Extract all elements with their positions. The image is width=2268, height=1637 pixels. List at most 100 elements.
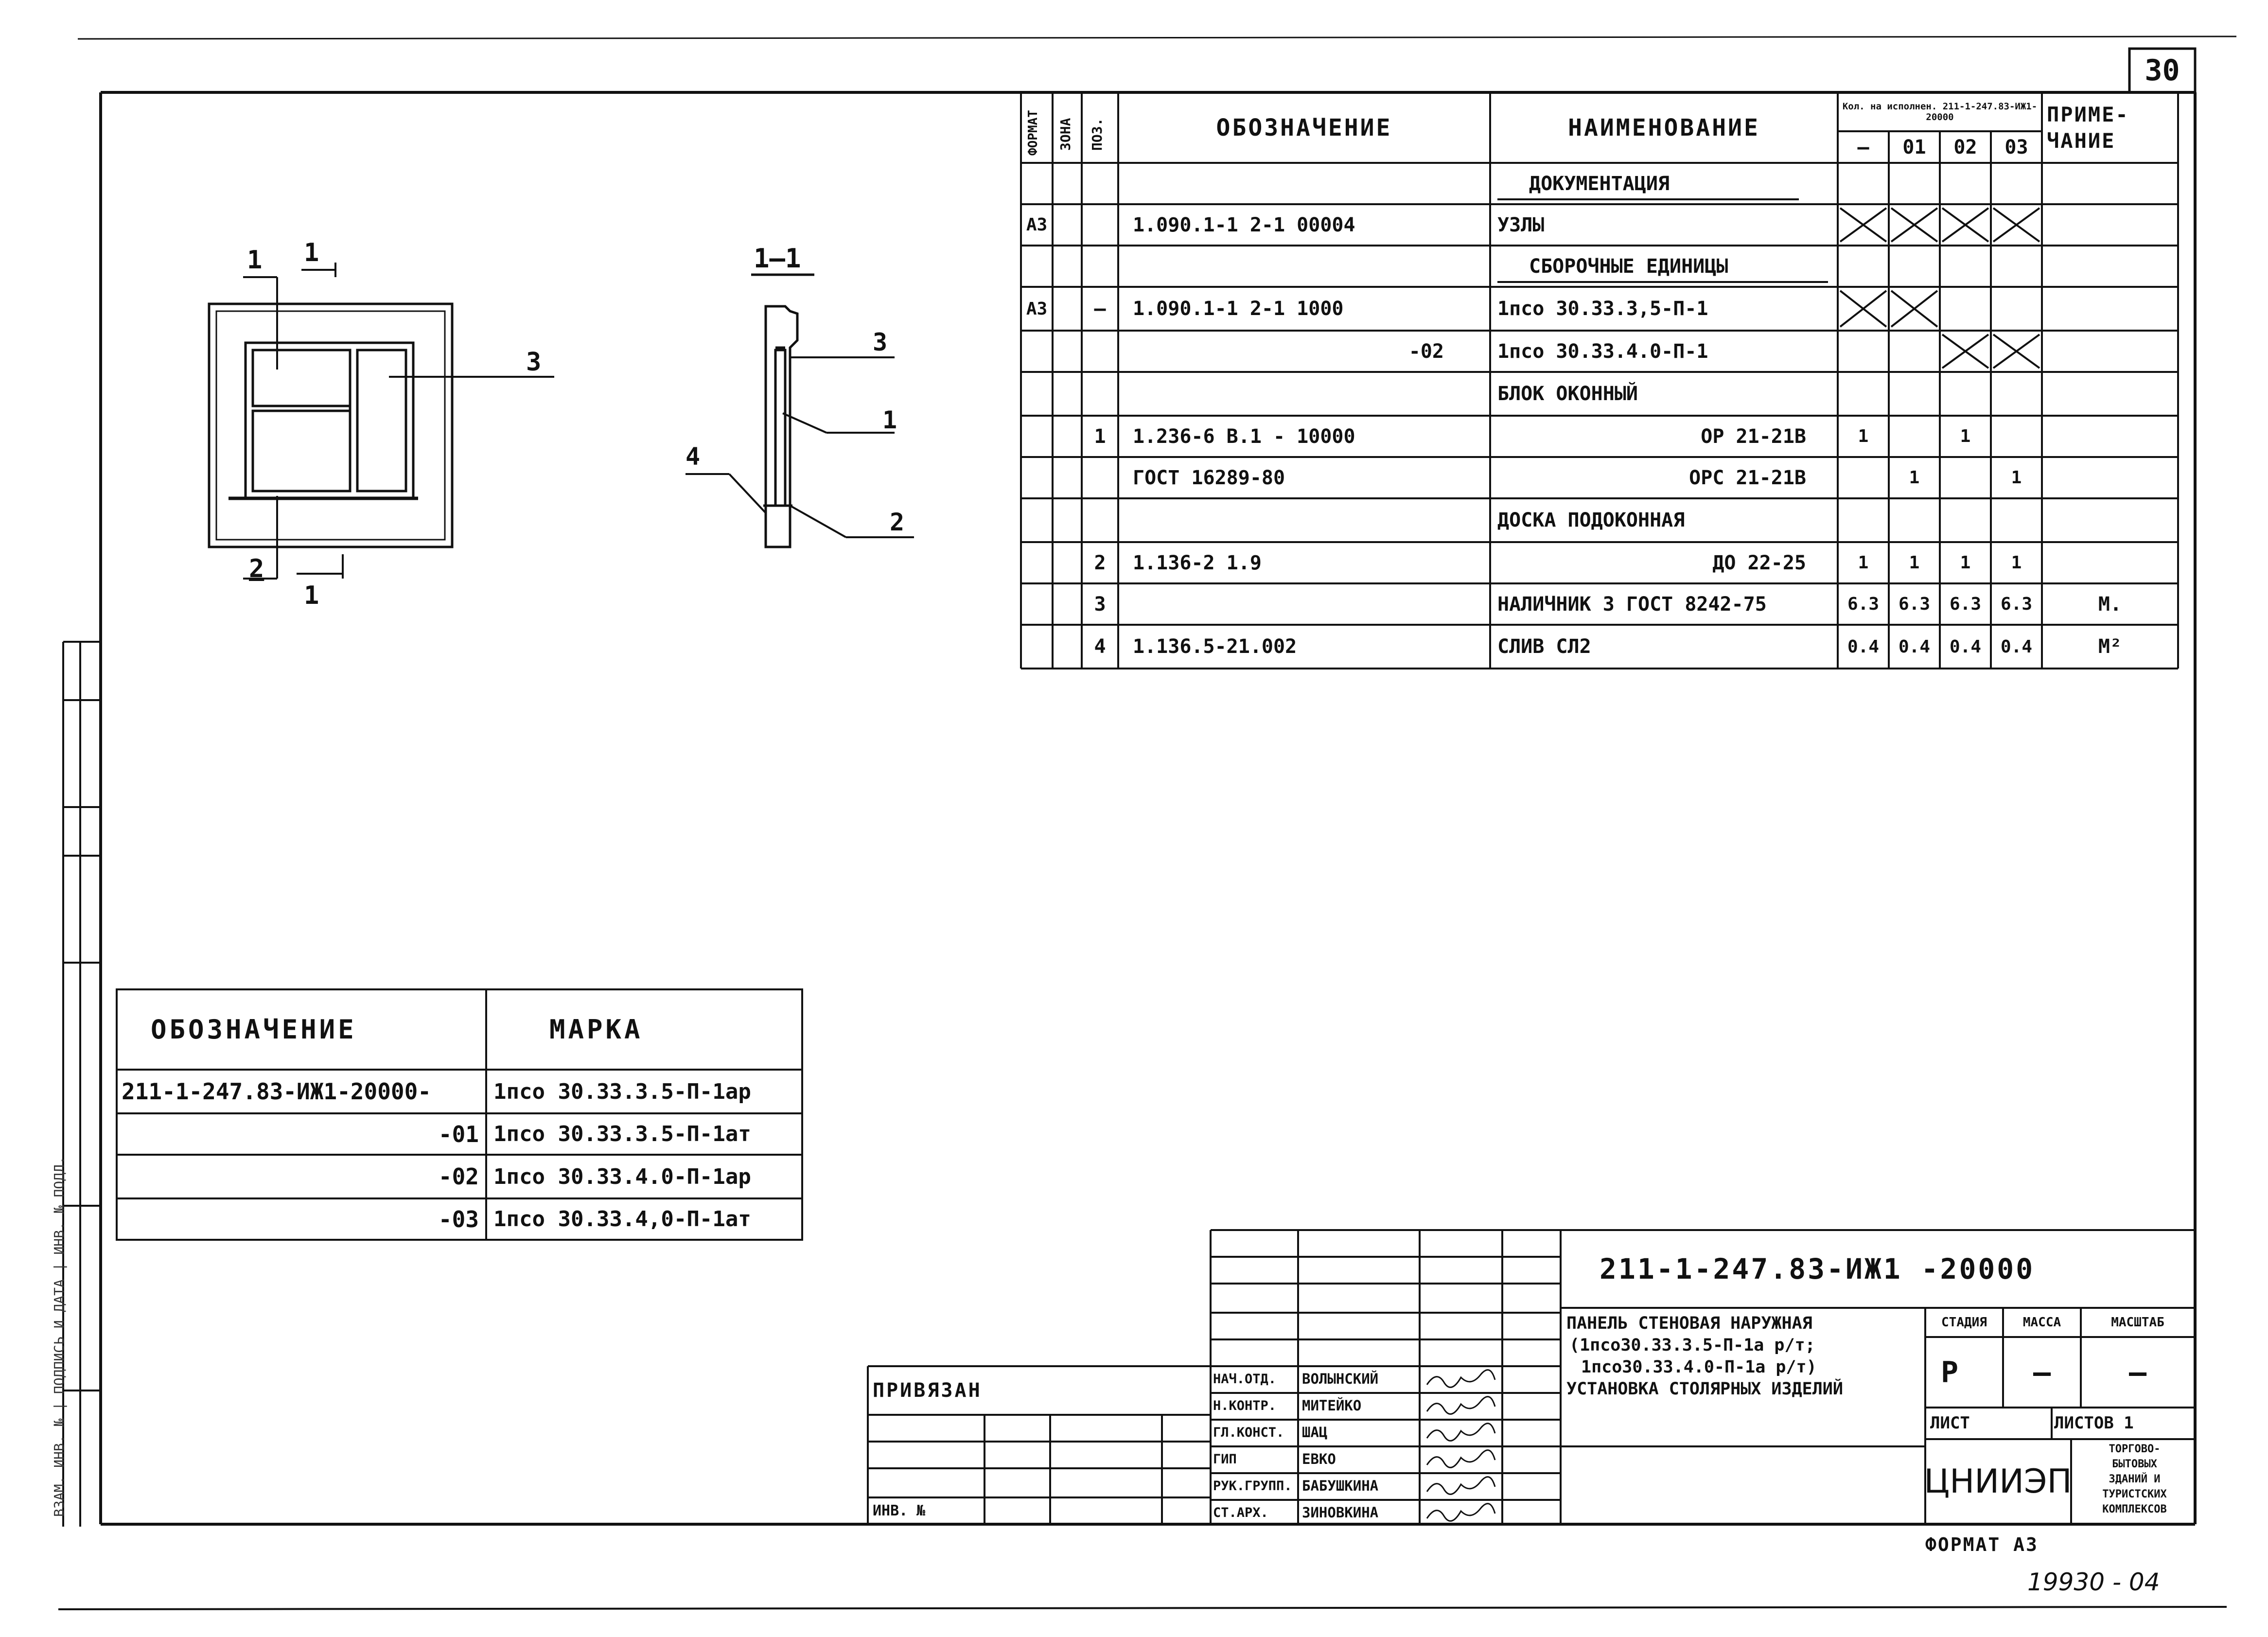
variant-mark: 1псо 30.33.4.0-П-1ар <box>493 1164 751 1189</box>
spec-header-designation: ОБОЗНАЧЕНИЕ <box>1216 114 1392 141</box>
spec-cross-line <box>1890 207 1938 243</box>
staff-role: НАЧ.ОТД. <box>1213 1371 1277 1387</box>
drawing-title-line: 1псо30.33.4.0-П-1а р/т) <box>1581 1357 1817 1377</box>
spec-cell-qty: 1 <box>2011 468 2022 488</box>
spec-cell-note <box>2042 331 2178 372</box>
spec-cell-qty <box>1838 204 1889 246</box>
spec-cell-name: НАЛИЧНИК 3 ГОСТ 8242-75 <box>1497 593 1767 616</box>
spec-cell-qty <box>1940 372 1991 416</box>
signature-scribble <box>1422 1394 1500 1421</box>
drawing-title-line: УСТАНОВКА СТОЛЯРНЫХ ИЗДЕЛИЙ <box>1566 1379 1843 1399</box>
spec-header-qty-col: — <box>1857 136 1869 158</box>
spec-cell-designation: -02 <box>1408 340 1444 363</box>
tied-label: ПРИВЯЗАН <box>873 1379 982 1402</box>
format-note: ФОРМАТ А3 <box>1925 1534 2039 1555</box>
leader-label-3-elevation: 3 <box>526 348 542 377</box>
spec-header-qty-group: Кол. на исполнен. 211-1-247.83-ИЖ1-20000 <box>1842 101 2038 123</box>
spec-cell-note <box>2042 287 2178 331</box>
inventory-stamp-number: 19930 - 04 <box>2027 1568 2160 1596</box>
organization-text-line: ЗДАНИЙ И <box>2109 1473 2161 1485</box>
leader-label-2-elevation: 2 <box>249 554 264 583</box>
spec-cell-note <box>2042 416 2178 457</box>
spec-cell-qty: 6.3 <box>2000 594 2033 614</box>
spec-cell-qty: 0.4 <box>1898 636 1931 657</box>
spec-cell-name: УЗЛЫ <box>1497 213 1545 236</box>
spec-cell-note <box>2042 542 2178 583</box>
organization-text-line: ТОРГОВО- <box>2109 1443 2161 1455</box>
spec-cell-qty <box>1889 498 1940 542</box>
drawing-code: 211-1-247.83-ИЖ1 -20000 <box>1600 1252 2035 1285</box>
spec-cell-name: ОР 21-21В <box>1701 425 1806 448</box>
spec-cross-line <box>1941 207 1989 243</box>
spec-cell-qty <box>1940 457 1991 498</box>
spec-cell-pos: 4 <box>1094 635 1106 658</box>
spec-cell-qty <box>1838 498 1889 542</box>
spec-cell-format <box>1021 457 1053 498</box>
spec-cell-qty: 1 <box>2011 553 2022 573</box>
spec-cell-qty <box>1940 246 1991 287</box>
spec-cell-pos <box>1082 457 1118 498</box>
spec-cell-format <box>1021 416 1053 457</box>
spec-cell-designation: 1.090.1-1 2-1 00004 <box>1133 213 1355 236</box>
variant-designation: -03 <box>438 1206 479 1232</box>
spec-cell-qty <box>1991 498 2042 542</box>
spec-cell-qty: 1 <box>1909 553 1920 573</box>
scale-value: — <box>2128 1355 2147 1390</box>
staff-name: ЕВКО <box>1302 1451 1336 1467</box>
spec-cell-qty <box>1838 246 1889 287</box>
spec-cell-qty <box>1889 246 1940 287</box>
spec-cell-qty <box>1940 287 1991 331</box>
drawing-title-line: (1псо30.33.3.5-П-1а р/т; <box>1569 1336 1815 1355</box>
spec-cell-qty: 1 <box>1858 426 1869 446</box>
spec-cell-qty <box>1991 204 2042 246</box>
stage-label: СТАДИЯ <box>1941 1315 1987 1330</box>
spec-cell-qty: 1 <box>1909 468 1920 488</box>
staff-role: СТ.АРХ. <box>1213 1505 1268 1520</box>
spec-header-format: ФОРМАТ <box>1026 110 1040 156</box>
leader-label-1-section: 1 <box>882 406 897 434</box>
spec-cell-format <box>1021 542 1053 583</box>
cut-label-bottom: 1 <box>304 581 319 610</box>
spec-cell-name: ДОКУМЕНТАЦИЯ <box>1529 172 1670 195</box>
spec-cell-qty: 6.3 <box>1847 594 1880 614</box>
spec-header-qty-col: 03 <box>2004 136 2028 158</box>
spec-cell-qty <box>1889 331 1940 372</box>
spec-cell-designation: 1.236-6 В.1 - 10000 <box>1133 425 1355 448</box>
spec-cell-note <box>2042 246 2178 287</box>
spec-cell-note: М. <box>2098 593 2122 616</box>
variant-designation: 211-1-247.83-ИЖ1-20000- <box>122 1078 431 1105</box>
stage-value: Р <box>1941 1355 1959 1390</box>
spec-cell-qty <box>1940 204 1991 246</box>
spec-cell-qty: 6.3 <box>1898 594 1931 614</box>
sheet-number: 30 <box>2145 53 2180 88</box>
spec-cell-qty: 6.3 <box>1949 594 1982 614</box>
staff-role: ГИП <box>1213 1451 1237 1467</box>
spec-header-zone: ЗОНА <box>1057 118 1073 151</box>
signature-scribble <box>1422 1448 1500 1474</box>
spec-cell-format <box>1021 331 1053 372</box>
signature-scribble <box>1422 1501 1500 1528</box>
spec-cell-qty <box>1991 372 2042 416</box>
leader-label-4-section: 4 <box>686 442 701 471</box>
spec-cell-qty <box>1991 246 2042 287</box>
mass-value: — <box>2033 1355 2051 1390</box>
staff-name: ЗИНОВКИНА <box>1302 1504 1379 1521</box>
spec-cell-format: А3 <box>1026 215 1048 235</box>
mass-label: МАССА <box>2022 1315 2061 1330</box>
organization-text: ТОРГОВО- БЫТОВЫХ ЗДАНИЙ И ТУРИСТСКИХ КОМ… <box>2075 1442 2194 1517</box>
spec-header-qty-col: 01 <box>1902 136 1926 158</box>
spec-cell-qty <box>1889 416 1940 457</box>
spec-cell-qty <box>1940 498 1991 542</box>
drawing-title-line: ПАНЕЛЬ СТЕНОВАЯ НАРУЖНАЯ <box>1566 1314 1812 1333</box>
staff-name: МИТЕЙКО <box>1302 1397 1362 1414</box>
spec-cell-note <box>2042 204 2178 246</box>
spec-cell-qty <box>1940 163 1991 204</box>
spec-cell-format: А3 <box>1026 299 1048 319</box>
spec-cell-pos: 3 <box>1094 593 1106 616</box>
signature-scribble <box>1422 1368 1500 1394</box>
staff-role: ГЛ.КОНСТ. <box>1213 1425 1284 1440</box>
spec-cell-qty <box>1889 372 1940 416</box>
spec-cell-designation: 1.136.5-21.002 <box>1133 635 1297 658</box>
spec-cell-pos <box>1082 204 1118 246</box>
